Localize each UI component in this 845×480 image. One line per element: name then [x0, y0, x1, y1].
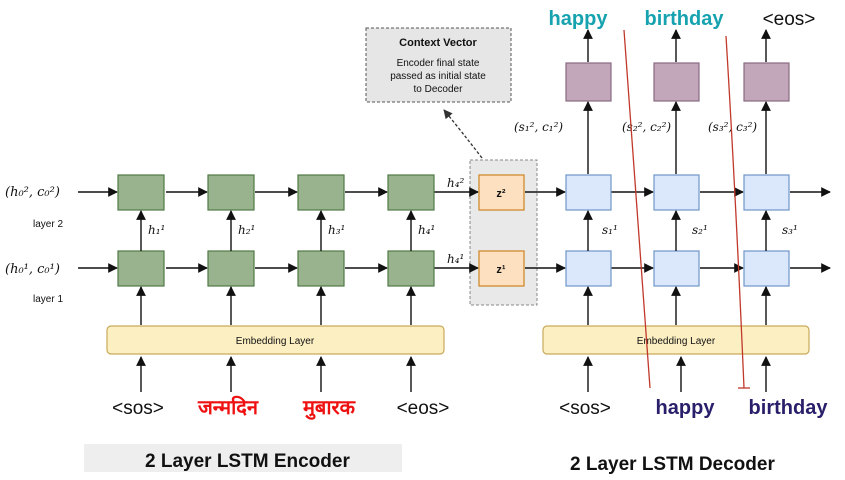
encoder-hidden-label-3: h₃¹ [328, 223, 345, 237]
encoder-input-token-4: <eos> [397, 398, 450, 419]
context-pointer-arrow [443, 109, 483, 159]
decoder-embedding-label: Embedding Layer [637, 336, 716, 347]
decoder-hidden-label-2: s₂¹ [692, 223, 708, 237]
annotation-line-1 [623, 29, 651, 389]
decoder-output-word-3: <eos> [763, 9, 816, 30]
decoder-input-token-3: birthday [749, 397, 829, 419]
encoder-cell-l2-t2 [207, 174, 255, 211]
encoder-input-token-3: मुबारक [302, 397, 357, 420]
decoder-cell-l2-t2 [653, 174, 700, 211]
encoder-cell-l2-t3 [297, 174, 345, 211]
encoder-initial-state-layer1: (h₀¹, c₀¹) [5, 262, 60, 277]
decoder-state-label-1: (s₁², c₁²) [514, 120, 563, 134]
context-cell-z1-label: z¹ [496, 264, 506, 276]
decoder-cell-l1-t3 [743, 250, 790, 287]
context-vector-title: Context Vector [399, 37, 477, 49]
encoder-input-token-1: <sos> [112, 398, 164, 419]
encoder-caption: 2 Layer LSTM Encoder [145, 451, 350, 472]
context-vector-desc-3: to Decoder [414, 84, 464, 95]
encoder-hidden-label-2: h₂¹ [238, 223, 255, 237]
encoder-input-token-2: जन्मदिन [197, 395, 259, 419]
encoder-cell-l2-t1 [117, 174, 165, 211]
context-cell-z1 [478, 250, 525, 287]
encoder-cell-l1-t3 [297, 250, 345, 287]
decoder-cell-l2-t1 [565, 174, 612, 211]
context-cells: z² z¹ [478, 174, 566, 287]
decoder-input-token-2: happy [656, 397, 716, 419]
encoder-cell-l1-t1 [117, 250, 165, 287]
decoder: happy birthday <eos> (s₁², c₁²) (s₂², c₂… [514, 8, 831, 475]
decoder-cell-l1-t1 [565, 250, 612, 287]
encoder-initial-state-layer2: (h₀², c₀²) [5, 185, 60, 200]
decoder-state-label-2: (s₂², c₂²) [622, 120, 671, 134]
encoder-layer2-label: layer 2 [33, 219, 63, 230]
decoder-output-cell-1 [565, 62, 612, 102]
encoder-cell-l1-t2 [207, 250, 255, 287]
annotation-line-2 [725, 35, 745, 389]
context-vector-desc-2: passed as initial state [390, 71, 486, 82]
decoder-output-word-2: birthday [645, 8, 725, 30]
decoder-state-label-3: (s₃², c₃²) [708, 120, 757, 134]
decoder-hidden-label-3: s₃¹ [782, 223, 798, 237]
decoder-hidden-label-1: s₁¹ [602, 223, 618, 237]
encoder-final-hidden-l2: h₄² [447, 176, 465, 190]
decoder-output-word-1: happy [549, 8, 609, 30]
decoder-input-token-1: <sos> [559, 398, 611, 419]
encoder-final-hidden-l1: h₄¹ [447, 252, 464, 266]
encoder-hidden-label-4: h₄¹ [418, 223, 435, 237]
encoder-cell-l2-t4 [387, 174, 435, 211]
encoder-embedding-label: Embedding Layer [236, 336, 315, 347]
context-vector-callout: Context Vector Encoder final state passe… [365, 27, 512, 159]
decoder-output-cell-2 [653, 62, 700, 102]
decoder-cell-l2-t3 [743, 174, 790, 211]
encoder-embedding-layer [106, 325, 445, 355]
encoder-hidden-label-1: h₁¹ [148, 223, 165, 237]
decoder-cell-l1-t2 [653, 250, 700, 287]
encoder-layer1-label: layer 1 [33, 294, 63, 305]
context-cell-z2 [478, 174, 525, 211]
decoder-caption: 2 Layer LSTM Decoder [570, 454, 775, 475]
encoder: (h₀², c₀²) layer 2 (h₀¹, c₀¹) layer 1 h₁ [5, 174, 479, 472]
context-vector-desc-1: Encoder final state [397, 58, 480, 69]
context-cell-z2-label: z² [496, 188, 506, 200]
decoder-output-cell-3 [743, 62, 790, 102]
encoder-caption-background [84, 444, 402, 472]
encoder-cell-l1-t4 [387, 250, 435, 287]
